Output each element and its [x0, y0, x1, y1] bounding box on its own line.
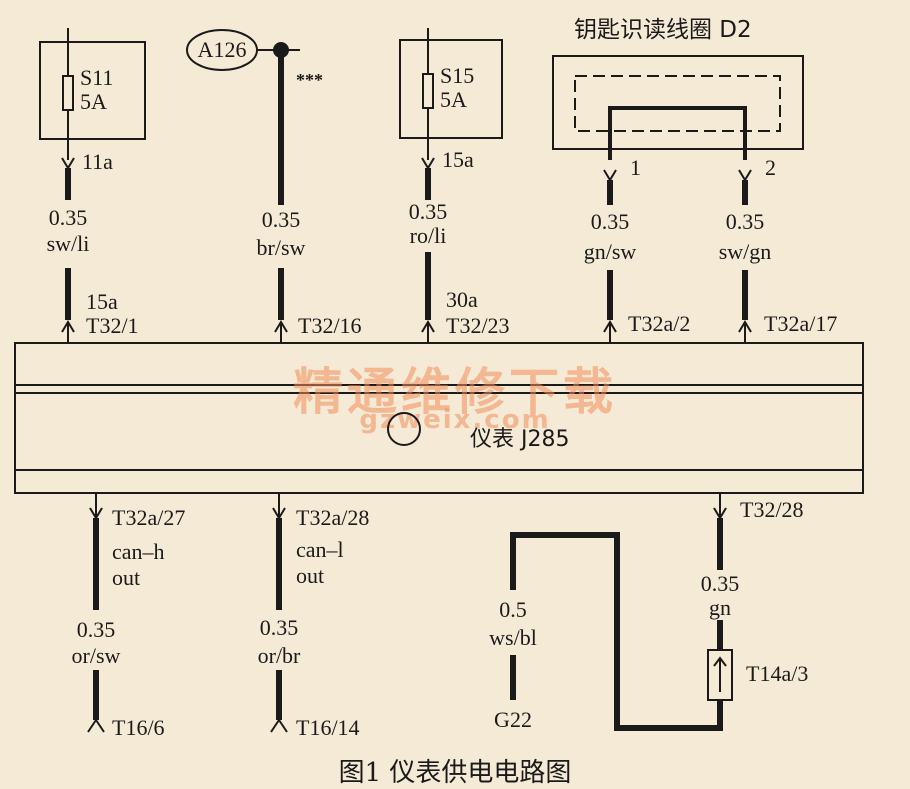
bwire1-signal2: out — [112, 565, 141, 590]
bwire1-pin: T32a/27 — [112, 505, 186, 530]
fuse-s11-terminal: 11a — [82, 149, 113, 174]
wire3-pin: T32/23 — [446, 313, 510, 338]
key-coil-pin1: 1 — [630, 155, 641, 180]
bwire4-connector: T14a/3 — [746, 661, 809, 686]
bwire3-color: ws/bl — [489, 625, 537, 650]
bwire1-end: T16/6 — [112, 715, 165, 740]
wire1-size: 0.35 — [48, 205, 88, 230]
gauge-icon — [387, 412, 421, 446]
wire1-color: sw/li — [46, 231, 90, 256]
bwire1-signal: can–h — [112, 539, 165, 564]
bwire2-end: T16/14 — [296, 715, 360, 740]
bwire1-color: or/sw — [71, 643, 121, 668]
fuse-s15-name: S15 — [440, 63, 475, 88]
bwire2-signal: can–l — [296, 537, 344, 562]
bwire2-pin: T32a/28 — [296, 505, 370, 530]
bwire4-pin: T32/28 — [740, 497, 804, 522]
wire3-term: 30a — [446, 287, 478, 312]
key-coil-box — [552, 55, 804, 150]
key-coil-dashed — [574, 75, 781, 132]
wire2-color: br/sw — [256, 235, 306, 260]
wire4-pin: T32a/2 — [628, 311, 691, 336]
t14a-connector — [707, 649, 733, 701]
bwire4-size: 0.35 — [700, 571, 740, 596]
wire3-color: ro/li — [409, 223, 447, 248]
diagram-caption: 图1 仪表供电电路图 — [338, 758, 572, 788]
wire5-color: sw/gn — [718, 239, 772, 264]
fuse-s11-element — [62, 75, 74, 111]
key-coil-title: 钥匙识读线圈 D2 — [574, 17, 752, 43]
fuse-s15-terminal: 15a — [442, 147, 474, 172]
fuse-s11-box — [39, 41, 146, 140]
bwire3-end: G22 — [494, 707, 532, 732]
key-coil-pin2: 2 — [765, 155, 776, 180]
module-j285-name: 仪表 J285 — [470, 427, 570, 452]
wire1-pin: T32/1 — [86, 313, 139, 338]
wire4-size: 0.35 — [590, 209, 630, 234]
wire2-pin: T32/16 — [298, 313, 362, 338]
bwire1-size: 0.35 — [76, 617, 116, 642]
fuse-s11-name: S11 — [80, 65, 114, 90]
bwire2-size: 0.35 — [259, 615, 299, 640]
fuse-s15-element — [422, 73, 434, 109]
wire5-pin: T32a/17 — [764, 311, 838, 336]
wire5-size: 0.35 — [725, 209, 765, 234]
bwire4-color: gn — [709, 595, 731, 620]
wire1-term: 15a — [86, 289, 118, 314]
bwire3-size: 0.5 — [499, 597, 527, 622]
fuse-s15-rating: 5A — [440, 87, 467, 112]
wire2-size: 0.35 — [261, 207, 301, 232]
watermark-text: 精通维修下载 — [293, 363, 617, 421]
bwire2-color: or/br — [257, 643, 301, 668]
fuse-s15-box — [399, 39, 503, 139]
a126-note: *** — [296, 70, 323, 90]
wire3-size: 0.35 — [408, 199, 448, 224]
fuse-s11-rating: 5A — [80, 89, 107, 114]
module-j285-box — [14, 342, 864, 494]
a126-label: A126 — [197, 37, 247, 62]
wire4-color: gn/sw — [583, 239, 637, 264]
bwire2-signal2: out — [296, 563, 325, 588]
